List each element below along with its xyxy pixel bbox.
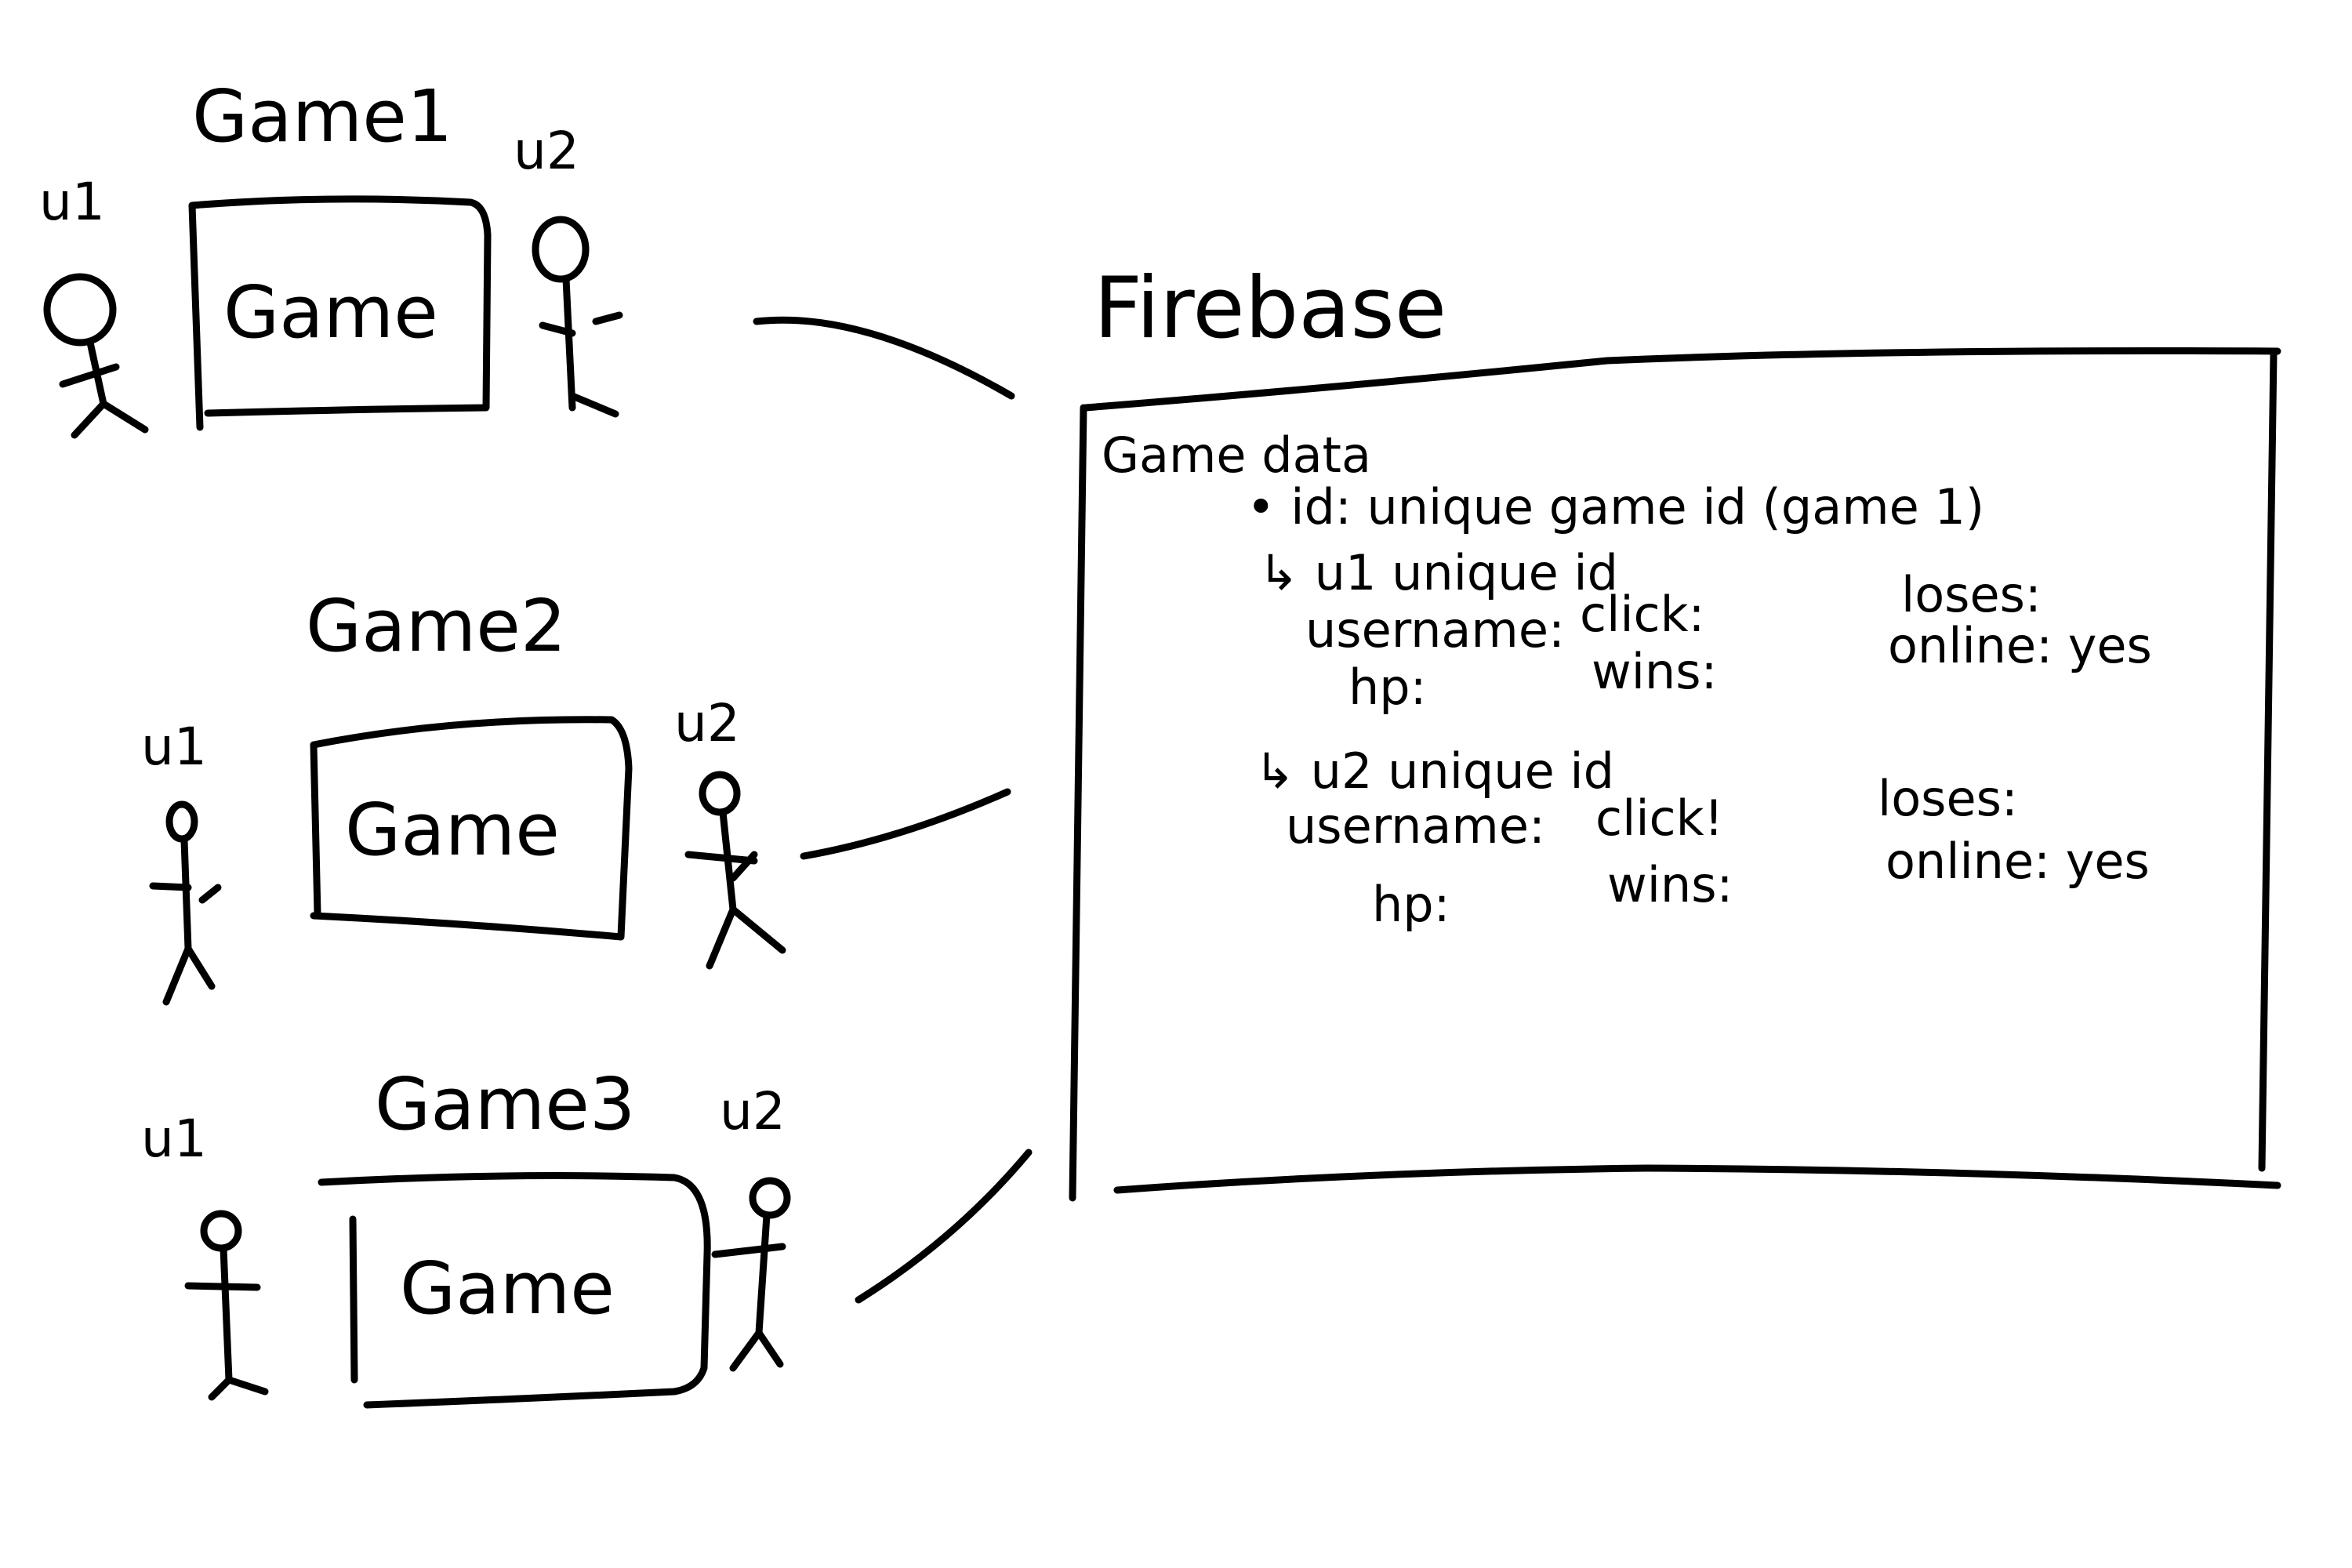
game2-title: Game2 xyxy=(306,584,566,668)
game3-box-label: Game xyxy=(400,1247,615,1330)
game3-user2-label: u2 xyxy=(720,1081,786,1142)
game2-group: Game2 u1 u2 Game xyxy=(141,584,786,1006)
firebase-user2-click: click! xyxy=(1595,789,1723,847)
game1-user2-stick-figure xyxy=(532,216,623,418)
game2-user1-stick-figure xyxy=(149,800,222,1006)
game2-box xyxy=(310,716,633,941)
game1-user1-stick-figure xyxy=(43,273,149,439)
firebase-user2-hp: hp: xyxy=(1372,876,1450,933)
firebase-user2-username: username: xyxy=(1286,797,1545,855)
firebase-user2-loses: loses: xyxy=(1878,770,2018,827)
firebase-user1-record: ↳ u1 unique id username: click: loses: h… xyxy=(1258,544,2152,716)
game3-box xyxy=(318,1172,711,1409)
firebase-section-title: Game data xyxy=(1102,426,1371,484)
game3-group: Game3 u1 u2 Game xyxy=(141,1062,791,1409)
game2-user1-label: u1 xyxy=(141,717,207,777)
game1-user1-label: u1 xyxy=(39,172,105,232)
game3-user1-stick-figure xyxy=(184,1210,269,1401)
firebase-box xyxy=(1069,347,2281,1202)
game3-user2-stick-figure xyxy=(711,1177,791,1372)
firebase-user1-hp: hp: xyxy=(1348,659,1427,716)
connector-game3-firebase xyxy=(855,1149,1033,1304)
game3-user1-label: u1 xyxy=(141,1109,207,1169)
firebase-user1-wins: wins: xyxy=(1592,643,1717,700)
game2-user2-stick-figure xyxy=(684,771,786,970)
firebase-user2-header: ↳ u2 unique id xyxy=(1254,742,1614,800)
firebase-group: Firebase Game data • id: unique game id … xyxy=(1069,260,2281,1202)
game3-box-left-edge xyxy=(349,1215,358,1384)
firebase-user1-online: online: yes xyxy=(1888,617,2152,674)
game3-title: Game3 xyxy=(375,1062,635,1146)
firebase-user1-header: ↳ u1 unique id xyxy=(1258,544,1618,601)
firebase-user1-loses: loses: xyxy=(1901,566,2042,623)
game2-box-label: Game xyxy=(345,788,560,872)
game1-title: Game1 xyxy=(192,74,452,158)
firebase-user2-online: online: yes xyxy=(1886,833,2150,890)
firebase-title: Firebase xyxy=(1094,260,1446,358)
connector-game2-firebase xyxy=(800,788,1011,860)
firebase-user2-wins: wins: xyxy=(1607,856,1733,913)
firebase-user1-username: username: xyxy=(1305,601,1565,659)
connector-game1-firebase xyxy=(753,316,1015,400)
game1-user2-label: u2 xyxy=(514,121,579,181)
game1-box-label: Game xyxy=(223,270,438,354)
game1-group: Game1 u1 u2 Game xyxy=(39,74,623,439)
firebase-user1-click: click: xyxy=(1580,586,1704,643)
firebase-id-line: • id: unique game id (game 1) xyxy=(1247,478,1984,535)
game2-user2-label: u2 xyxy=(674,693,740,753)
firebase-user2-record: ↳ u2 unique id username: click! loses: h… xyxy=(1254,742,2150,933)
game1-box xyxy=(188,195,492,431)
